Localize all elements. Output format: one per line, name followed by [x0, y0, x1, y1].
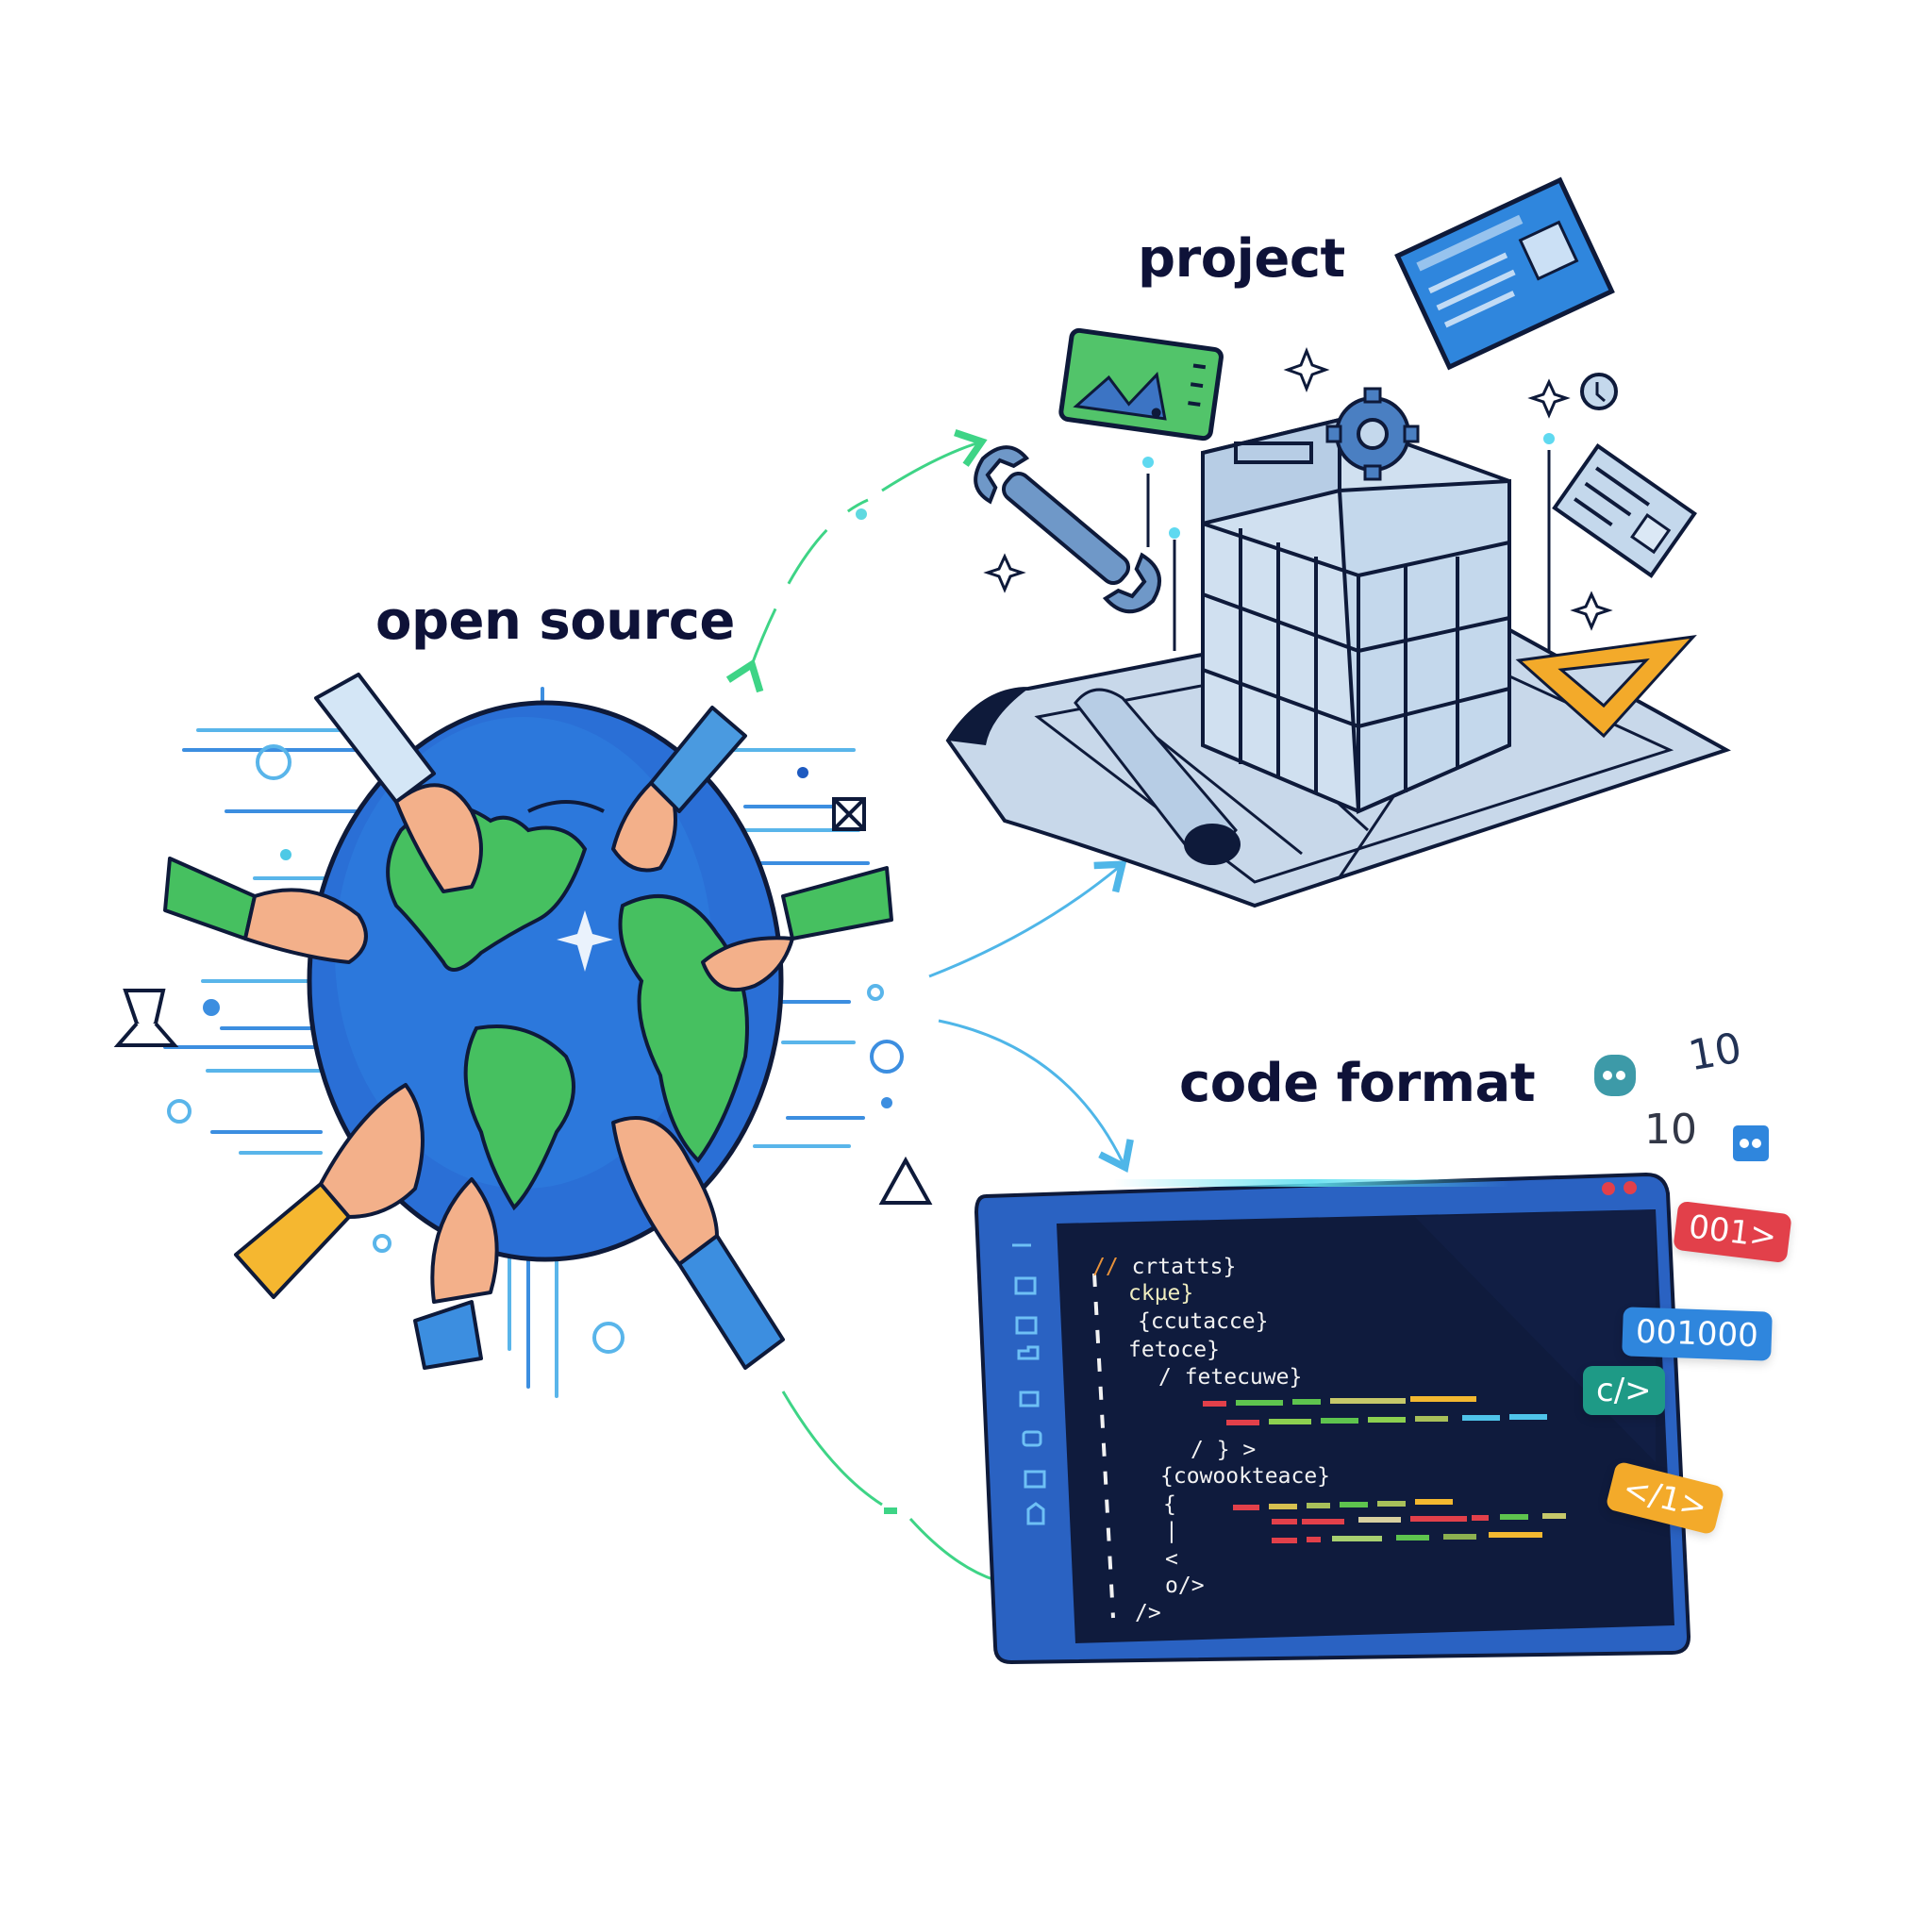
arrow-open-to-project-dashed: [725, 498, 869, 693]
building: [1201, 417, 1511, 814]
code-bars: [1203, 1396, 1566, 1543]
window-icon: [1015, 1316, 1038, 1335]
window-dot-minimize[interactable]: [1624, 1181, 1637, 1194]
code-line: |: [1165, 1519, 1178, 1543]
sparkle-icon: [557, 910, 613, 972]
box-x-icon: [832, 797, 866, 831]
wrench-icon: [974, 445, 1162, 614]
floating-number: 10: [1644, 1106, 1697, 1154]
connector-dot: [856, 508, 867, 520]
image-icon: [1022, 1430, 1042, 1447]
browser-card-icon: [1394, 176, 1615, 371]
arrow-open-to-code-dashed-2: [908, 1517, 996, 1582]
code-line: o/>: [1165, 1574, 1205, 1598]
code-line: / } >: [1191, 1438, 1257, 1462]
blueprint-roll: [1074, 688, 1241, 865]
code-line: {ccutacce}: [1138, 1309, 1269, 1334]
code-line: fetoce}: [1128, 1338, 1220, 1362]
chip-code-tag: c/>: [1583, 1366, 1665, 1415]
code-line: {: [1163, 1492, 1176, 1517]
clock-icon: [1580, 373, 1618, 410]
open-source-label: open source: [375, 591, 735, 652]
package-icon: [1019, 1391, 1040, 1407]
editor-sidebar: [1012, 1243, 1046, 1525]
triangle-icon: [878, 1156, 933, 1205]
comment-prefix: //: [1092, 1255, 1119, 1279]
arrow-open-to-code-dashed: [781, 1391, 883, 1507]
code-line: <: [1165, 1547, 1178, 1572]
code-line: />: [1135, 1601, 1161, 1625]
node-circles: [167, 720, 904, 1354]
connector-dash: [884, 1507, 897, 1514]
set-square-icon: [1515, 634, 1697, 739]
code-line: / fetecuwe}: [1158, 1365, 1303, 1390]
arrow-open-to-project-dashed-2: [881, 429, 988, 492]
gear-icon: [1325, 387, 1420, 481]
hands: [163, 673, 893, 1370]
code-line: {cowookteace}: [1160, 1464, 1331, 1489]
flask-icon: [113, 989, 179, 1047]
arrow-open-to-code: [938, 1019, 1134, 1173]
code-line: ckµe}: [1128, 1281, 1194, 1306]
project-label: project: [1138, 228, 1345, 290]
window-dot-close[interactable]: [1602, 1182, 1615, 1195]
document-card-icon: [1552, 443, 1697, 578]
chat-bubble-icon: [1594, 1055, 1636, 1096]
folder-icon: [1014, 1276, 1037, 1295]
folder-open-icon: [1017, 1345, 1040, 1360]
chart-card-icon: [1058, 327, 1224, 441]
home-icon: [1026, 1502, 1045, 1525]
sparkle-icons: [983, 346, 1613, 631]
arrow-open-to-project: [928, 860, 1127, 978]
chat-square-icon: [1733, 1125, 1769, 1161]
code-line: // crtatts}: [1092, 1255, 1237, 1279]
landmass-south-america: [463, 1024, 575, 1211]
code-format-label: code format: [1179, 1053, 1536, 1114]
window-icon-2: [1024, 1470, 1046, 1489]
